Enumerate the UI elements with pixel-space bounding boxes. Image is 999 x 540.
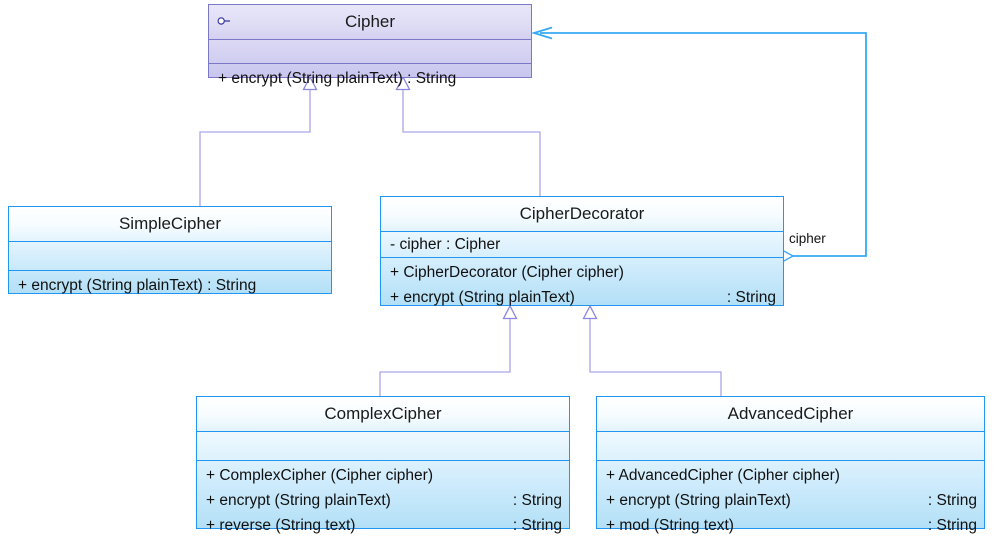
operation-return-type: : String xyxy=(512,492,562,509)
operation-row: + AdvancedCipher (Cipher cipher) xyxy=(597,463,984,488)
operation-return-type xyxy=(967,463,977,488)
attribute-row: - cipher : Cipher xyxy=(381,232,783,257)
operation-signature: + encrypt (String plainText) : String xyxy=(218,70,457,87)
operation-signature: + ComplexCipher (Cipher cipher) xyxy=(206,467,433,484)
operation-return-type xyxy=(552,463,562,488)
operation-row: + encrypt (String plainText) : String xyxy=(597,488,984,513)
interface-lollipop-icon xyxy=(217,17,230,25)
class-name-advancedcipher: AdvancedCipher xyxy=(727,404,854,423)
class-header-simplecipher: SimpleCipher xyxy=(9,207,331,242)
operation-return-type xyxy=(314,273,324,298)
operation-signature: + encrypt (String plainText) xyxy=(206,492,391,509)
operations-compartment-advancedcipher: + AdvancedCipher (Cipher cipher) + encry… xyxy=(597,461,984,540)
generalization-complexcipher-to-cipherdecorator xyxy=(379,304,518,396)
attributes-compartment-cipherdecorator: - cipher : Cipher xyxy=(381,232,783,258)
operation-row: + encrypt (String plainText) : String xyxy=(197,488,569,513)
operation-row: + encrypt (String plainText) : String xyxy=(381,285,783,310)
attribute-signature: - cipher : Cipher xyxy=(390,236,501,253)
operation-row: + ComplexCipher (Cipher cipher) xyxy=(197,463,569,488)
attribute-type xyxy=(766,232,776,257)
class-header-complexcipher: ComplexCipher xyxy=(197,397,569,432)
uml-class-complexcipher[interactable]: ComplexCipher + ComplexCipher (Cipher ci… xyxy=(196,396,570,534)
uml-class-diagram-canvas: Cipher (labelled 'cipher') --> Cipher + … xyxy=(8,4,985,534)
class-name-cipherdecorator: CipherDecorator xyxy=(519,204,645,223)
class-name-complexcipher: ComplexCipher xyxy=(324,404,442,423)
operation-signature: + encrypt (String plainText) xyxy=(390,289,575,306)
uml-class-cipher[interactable]: Cipher + encrypt (String plainText) : St… xyxy=(208,4,532,87)
operation-signature: + encrypt (String plainText) : String xyxy=(18,277,257,294)
operation-return-type: : String xyxy=(726,289,776,306)
class-name-simplecipher: SimpleCipher xyxy=(118,214,222,233)
uml-class-advancedcipher[interactable]: AdvancedCipher + AdvancedCipher (Cipher … xyxy=(596,396,985,534)
uml-class-simplecipher[interactable]: SimpleCipher + encrypt (String plainText… xyxy=(8,206,332,294)
class-name-cipher: Cipher xyxy=(344,12,396,31)
generalization-cipherdecorator-to-cipher xyxy=(395,75,541,196)
class-header-cipher: Cipher xyxy=(209,5,531,40)
operations-compartment-cipher: + encrypt (String plainText) : String xyxy=(209,64,531,93)
attributes-compartment-advancedcipher xyxy=(597,432,984,461)
operation-signature: + CipherDecorator (Cipher cipher) xyxy=(390,264,624,281)
operation-return-type: : String xyxy=(927,517,977,534)
operation-row: + encrypt (String plainText) : String xyxy=(209,66,531,91)
association-role-label-cipher: cipher xyxy=(789,231,826,246)
generalization-simplecipher-to-cipher xyxy=(199,75,318,206)
operation-signature: + AdvancedCipher (Cipher cipher) xyxy=(606,467,840,484)
operation-signature: + encrypt (String plainText) xyxy=(606,492,791,509)
operations-compartment-simplecipher: + encrypt (String plainText) : String xyxy=(9,271,331,300)
attributes-compartment-cipher xyxy=(209,40,531,64)
operation-return-type: : String xyxy=(512,517,562,534)
operation-row: + CipherDecorator (Cipher cipher) xyxy=(381,260,783,285)
attributes-compartment-complexcipher xyxy=(197,432,569,461)
operation-signature: + mod (String text) xyxy=(606,517,734,534)
operation-row: + mod (String text) : String xyxy=(597,513,984,538)
operation-row: + reverse (String text) : String xyxy=(197,513,569,538)
operation-return-type xyxy=(514,66,524,91)
operations-compartment-cipherdecorator: + CipherDecorator (Cipher cipher) + encr… xyxy=(381,258,783,312)
generalization-advancedcipher-to-cipherdecorator xyxy=(582,304,722,396)
operations-compartment-complexcipher: + ComplexCipher (Cipher cipher) + encryp… xyxy=(197,461,569,540)
operation-return-type: : String xyxy=(927,492,977,509)
operation-row: + encrypt (String plainText) : String xyxy=(9,273,331,298)
operation-signature: + reverse (String text) xyxy=(206,517,356,534)
uml-class-cipherdecorator[interactable]: CipherDecorator - cipher : Cipher + Ciph… xyxy=(380,196,784,306)
attributes-compartment-simplecipher xyxy=(9,242,331,271)
operation-return-type xyxy=(766,260,776,285)
class-header-cipherdecorator: CipherDecorator xyxy=(381,197,783,232)
class-header-advancedcipher: AdvancedCipher xyxy=(597,397,984,432)
